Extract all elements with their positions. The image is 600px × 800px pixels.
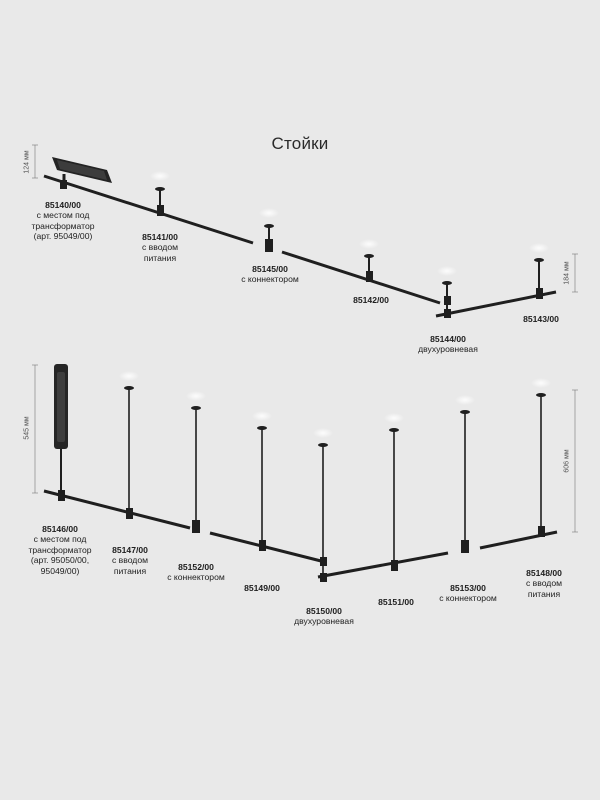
product-description: с коннектором [241,274,299,285]
product-code: 85148/00 [526,568,562,578]
product-code: 85147/00 [112,545,148,555]
product-code: 85142/00 [353,295,389,305]
dimension-top-left: 124 мм [23,150,31,174]
dimension-line-top-right [572,253,578,293]
dimension-bottom-left: 545 мм [23,416,31,440]
track-segment [317,551,449,579]
product-code: 85151/00 [378,597,414,607]
product-code: 85143/00 [523,314,559,324]
page-title: Стойки [271,134,329,153]
product-description: 95049/00) [40,565,80,576]
dimension-line-top-left [32,144,38,179]
label-85143: 85143/00 [523,314,559,324]
product-code: 85149/00 [244,583,280,593]
product-code: 85153/00 [450,583,486,593]
product-description: с вводом [525,578,563,589]
connector-85145 [259,208,279,252]
product-description: (арт. 95049/00) [33,231,93,242]
bottom-track-system [32,364,578,582]
connector-85152 [186,391,206,533]
stand-85142 [359,239,379,282]
top-track-system [32,144,578,318]
product-code: 85141/00 [142,232,178,242]
connector-85153 [455,395,475,553]
stand-85149 [252,411,272,551]
dimension-top-right: 184 мм [563,261,571,285]
product-code: 85145/00 [252,264,288,274]
product-description: с вводом [141,242,179,253]
stand-85143 [529,243,549,299]
product-code: 85140/00 [45,200,81,210]
transformer-housing-85140 [52,157,112,189]
product-description: трансформатор [28,544,92,555]
product-description: с местом под [33,534,87,545]
product-description: питания [113,565,147,576]
product-description: с местом под [36,210,90,221]
stand-85151 [384,413,404,571]
product-description: с коннектором [439,593,497,604]
product-description: трансформатор [31,220,95,231]
product-description: питания [527,588,561,599]
label-85142: 85142/00 [353,295,389,305]
product-description: с коннектором [167,572,225,583]
dimension-line-bottom-right [572,389,578,533]
stand-85148 [531,378,551,537]
product-code: 85150/00 [306,606,342,616]
dimension-line-bottom-left [32,364,38,494]
track-segment [281,250,441,305]
product-description: двухуровневая [418,344,478,355]
product-description: (арт. 95050/00, [30,555,90,566]
product-description: двухуровневая [294,616,354,627]
transformer-housing-85146 [54,364,68,501]
product-description: с вводом [111,555,149,566]
stand-85144 [437,266,457,318]
product-description: питания [143,252,177,263]
label-85149: 85149/00 [244,583,280,593]
label-85151: 85151/00 [378,597,414,607]
track-segment [479,530,558,550]
track-segment [209,531,326,564]
product-code: 85146/00 [42,524,78,534]
track-segment [43,489,191,530]
product-code: 85152/00 [178,562,214,572]
stand-85150 [313,428,333,582]
product-code: 85144/00 [430,334,466,344]
stand-85147 [119,371,139,519]
track-segment [43,174,254,245]
stand-85141 [150,171,170,216]
dimension-bottom-right: 606 мм [563,449,571,473]
